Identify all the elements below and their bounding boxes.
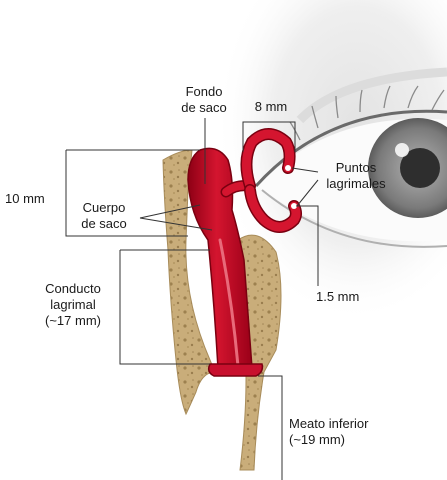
fondo-line2: de saco	[171, 100, 237, 116]
label-puntos-lagrimales: Puntos lagrimales	[318, 160, 394, 192]
meatus-opening	[209, 364, 263, 376]
label-10mm: 10 mm	[5, 191, 45, 207]
upper-punctum-icon	[285, 165, 291, 171]
label-8mm: 8 mm	[246, 99, 296, 115]
cuerpo-line1: Cuerpo	[72, 200, 136, 216]
cuerpo-line2: de saco	[72, 216, 136, 232]
conducto-line1: Conducto	[30, 281, 116, 297]
label-1-5mm: 1.5 mm	[316, 289, 359, 305]
eye-highlight	[395, 143, 409, 157]
label-meato-inferior: Meato inferior (~19 mm)	[289, 416, 368, 448]
meato-line2: (~19 mm)	[289, 432, 368, 448]
label-conducto-lagrimal: Conducto lagrimal (~17 mm)	[30, 281, 116, 329]
label-cuerpo-de-saco: Cuerpo de saco	[72, 200, 136, 232]
label-fondo-de-saco: Fondo de saco	[171, 84, 237, 116]
conducto-line3: (~17 mm)	[30, 313, 116, 329]
conducto-line2: lagrimal	[30, 297, 116, 313]
fondo-line1: Fondo	[171, 84, 237, 100]
puntos-line2: lagrimales	[318, 176, 394, 192]
meato-line1: Meato inferior	[289, 416, 368, 432]
puntos-line1: Puntos	[318, 160, 394, 176]
bracket-meato	[258, 376, 282, 480]
